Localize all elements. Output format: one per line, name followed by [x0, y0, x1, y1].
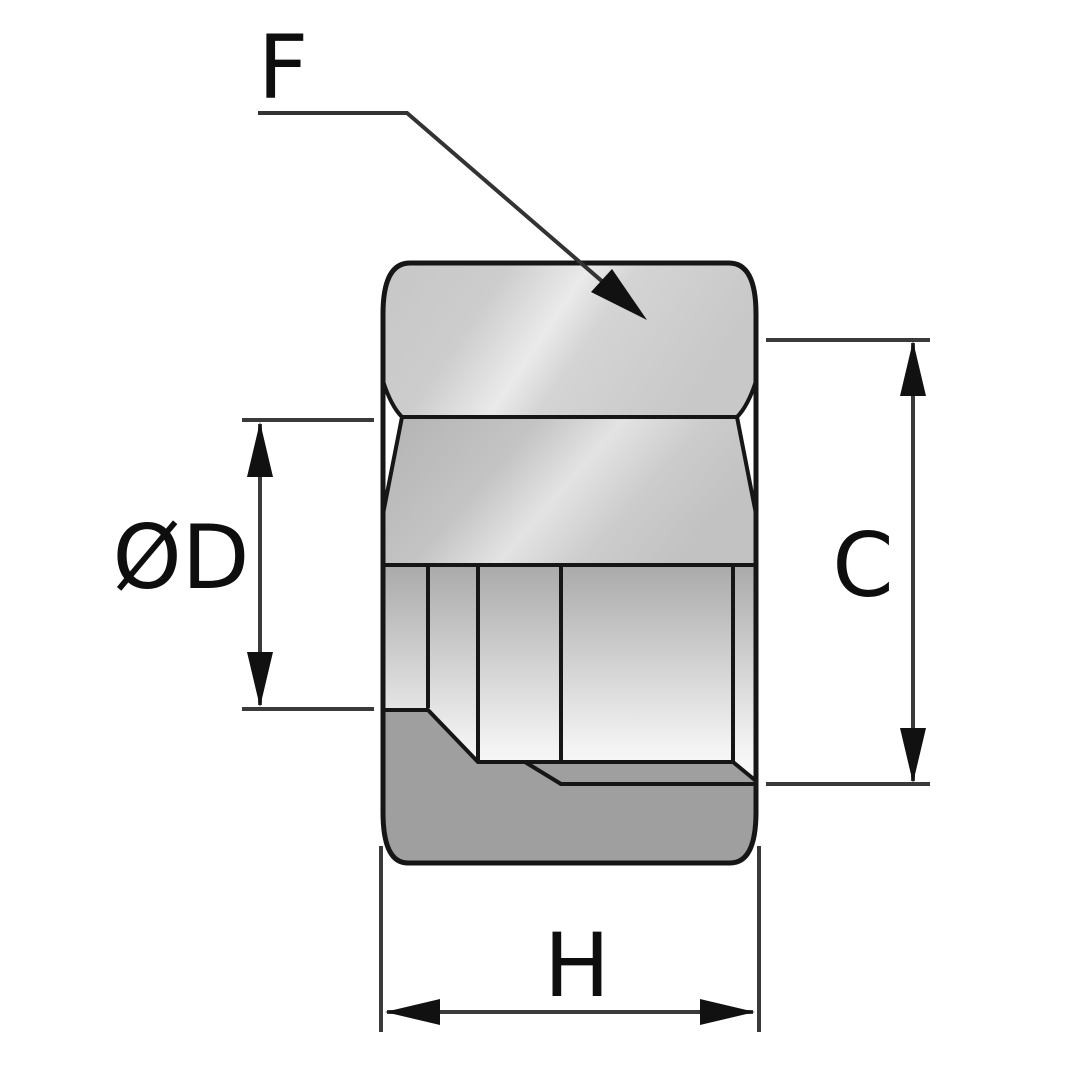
h-arrow-left: [385, 999, 440, 1025]
f-arrowhead: [591, 269, 647, 320]
dim-h: H: [379, 846, 761, 1032]
h-arrow-right: [700, 999, 755, 1025]
collar-edge-line: [523, 760, 754, 786]
dim-c: C: [766, 338, 930, 786]
f-leader-line: [258, 111, 642, 316]
label-od: ØD: [112, 506, 249, 609]
nut-chamfer-face: [381, 415, 758, 567]
c-arrow-up: [900, 341, 926, 396]
dim-f: F: [258, 16, 647, 320]
nut-outline: [380, 260, 759, 866]
od-arrow-down: [247, 652, 273, 707]
dim-od: ØD: [112, 418, 374, 711]
label-h: H: [544, 914, 610, 1017]
nut-body: [380, 260, 759, 866]
label-f: F: [258, 16, 309, 119]
label-c: C: [832, 514, 893, 617]
nut-top-face: [381, 261, 758, 419]
c-arrow-down: [900, 728, 926, 783]
od-arrow-up: [247, 422, 273, 477]
